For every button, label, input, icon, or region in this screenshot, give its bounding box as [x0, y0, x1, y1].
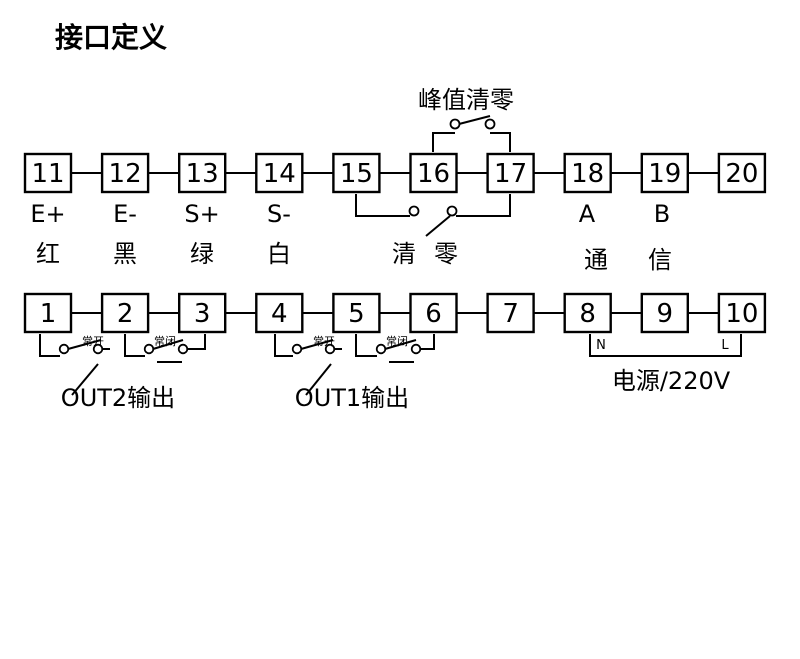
terminal-number-1: 1 — [40, 299, 57, 329]
terminal-number-6: 6 — [425, 299, 442, 329]
terminal-box-8 — [563, 292, 612, 334]
top-terminal-row: 11 12 13 14 15 16 17 18 19 20 — [23, 152, 767, 194]
out2-nc-label: 常闭 — [154, 335, 176, 348]
out1-no-label: 常开 — [313, 335, 335, 348]
label-green: 绿 — [190, 240, 214, 268]
label-red: 红 — [36, 240, 60, 268]
label-e-plus: E+ — [30, 200, 65, 228]
terminal-box-1 — [23, 292, 73, 334]
terminal-box-3 — [177, 292, 227, 334]
terminal-number-14: 14 — [263, 159, 296, 189]
out2-relay-contacts — [39, 334, 206, 396]
terminal-number-11: 11 — [31, 159, 64, 189]
terminal-box-10 — [717, 292, 767, 334]
terminal-number-2: 2 — [117, 299, 134, 329]
terminal-number-4: 4 — [271, 299, 288, 329]
label-e-minus: E- — [113, 200, 137, 228]
terminal-number-5: 5 — [348, 299, 365, 329]
terminal-box-19 — [640, 152, 689, 194]
label-black: 黑 — [113, 240, 137, 268]
terminal-number-7: 7 — [502, 299, 519, 329]
out1-relay-contacts — [274, 334, 435, 396]
label-s-minus: S- — [267, 200, 291, 228]
terminal-number-10: 10 — [725, 299, 758, 329]
label-a: A — [579, 200, 596, 228]
bottom-terminal-row: 1 2 3 4 5 6 7 8 9 10 — [23, 292, 767, 334]
terminal-number-19: 19 — [648, 159, 681, 189]
comm-label-1: 通 — [584, 246, 608, 274]
peak-reset-switch — [432, 115, 511, 152]
out1-label: OUT1输出 — [295, 384, 409, 412]
terminal-box-2 — [100, 292, 150, 334]
terminal-box-5 — [332, 292, 381, 334]
terminal-box-17 — [486, 152, 535, 194]
terminal-number-13: 13 — [186, 159, 219, 189]
terminal-number-3: 3 — [194, 299, 211, 329]
terminal-number-15: 15 — [340, 159, 373, 189]
comm-label-2: 信 — [648, 246, 672, 274]
terminal-box-20 — [717, 152, 767, 194]
live-label: L — [721, 338, 729, 353]
peak-reset-label: 峰值清零 — [418, 86, 514, 114]
reset-label-1: 清 — [392, 240, 416, 268]
terminal-box-13 — [177, 152, 227, 194]
neutral-label: N — [596, 338, 606, 353]
terminal-box-14 — [255, 152, 304, 194]
terminal-number-17: 17 — [494, 159, 527, 189]
terminal-box-16 — [409, 152, 458, 194]
terminal-box-4 — [255, 292, 304, 334]
terminal-number-12: 12 — [109, 159, 142, 189]
reset-switch — [355, 194, 511, 237]
terminal-number-9: 9 — [657, 299, 674, 329]
label-white: 白 — [267, 240, 291, 268]
reset-label-2: 零 — [434, 240, 458, 268]
power-label: 电源/220V — [612, 367, 731, 395]
terminal-number-20: 20 — [725, 159, 758, 189]
terminal-box-18 — [563, 152, 612, 194]
out1-nc-label: 常闭 — [386, 335, 408, 348]
label-b: B — [654, 200, 670, 228]
label-s-plus: S+ — [184, 200, 219, 228]
page-title: 接口定义 — [55, 21, 167, 54]
terminal-number-18: 18 — [571, 159, 604, 189]
terminal-box-11 — [23, 152, 73, 194]
terminal-box-7 — [486, 292, 535, 334]
out2-no-label: 常开 — [82, 335, 104, 348]
terminal-box-15 — [332, 152, 381, 194]
terminal-box-9 — [640, 292, 689, 334]
out2-label: OUT2输出 — [61, 384, 175, 412]
power-bracket — [589, 334, 742, 357]
terminal-box-6 — [409, 292, 458, 334]
terminal-number-16: 16 — [417, 159, 450, 189]
terminal-box-12 — [100, 152, 150, 194]
terminal-number-8: 8 — [579, 299, 596, 329]
